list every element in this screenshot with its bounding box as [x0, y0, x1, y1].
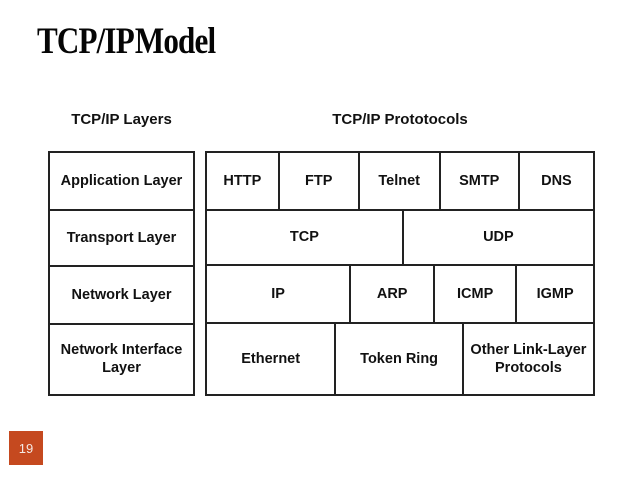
page-number: 19 [18, 440, 34, 456]
protocol-cell-smtp: SMTP [441, 153, 520, 209]
protocol-row-network: IP ARP ICMP IGMP [207, 266, 593, 324]
protocol-row-transport: TCP UDP [207, 210, 593, 267]
layer-row-transport: Transport Layer [50, 211, 193, 267]
protocol-cell-dns: DNS [541, 172, 572, 189]
protocol-cell-icmp: ICMP [435, 266, 518, 322]
protocol-cell-telnet: Telnet [360, 153, 441, 209]
protocol-cell-arp: ARP [351, 266, 436, 322]
protocol-cell-igmp: IGMP [536, 285, 574, 302]
protocol-cell-http: HTTP [207, 153, 280, 209]
page-title: TCP/IP Model [37, 21, 216, 62]
protocol-cell-ip: IP [207, 266, 352, 322]
layers-column-header: TCP/IP Layers [71, 111, 172, 128]
protocol-cell-tcp: TCP [207, 210, 404, 265]
layer-row-network: Network Layer [50, 267, 193, 325]
layer-row-network-interface: Network Interface Layer [60, 342, 183, 377]
tcpip-layers-table: Application Layer Transport Layer Networ… [48, 151, 195, 396]
protocols-column-header: TCP/IP Prototocols [332, 111, 468, 128]
page-number-badge: 19 [9, 431, 43, 465]
protocol-cell-token-ring: Token Ring [336, 323, 464, 394]
protocol-cell-ethernet: Ethernet [207, 323, 337, 394]
protocol-cell-ftp: FTP [280, 153, 360, 209]
protocol-row-application: HTTP FTP Telnet SMTP DNS [207, 153, 593, 211]
layer-row-application: Application Layer [50, 153, 193, 211]
protocol-cell-udp: UDP [483, 229, 514, 246]
protocol-cell-other-link-layer: Other Link-Layer Protocols [470, 341, 587, 376]
protocol-row-link: Ethernet Token Ring Other Link-Layer Pro… [207, 323, 593, 394]
tcpip-protocols-table: HTTP FTP Telnet SMTP DNS TCP UDP IP ARP … [205, 151, 595, 396]
